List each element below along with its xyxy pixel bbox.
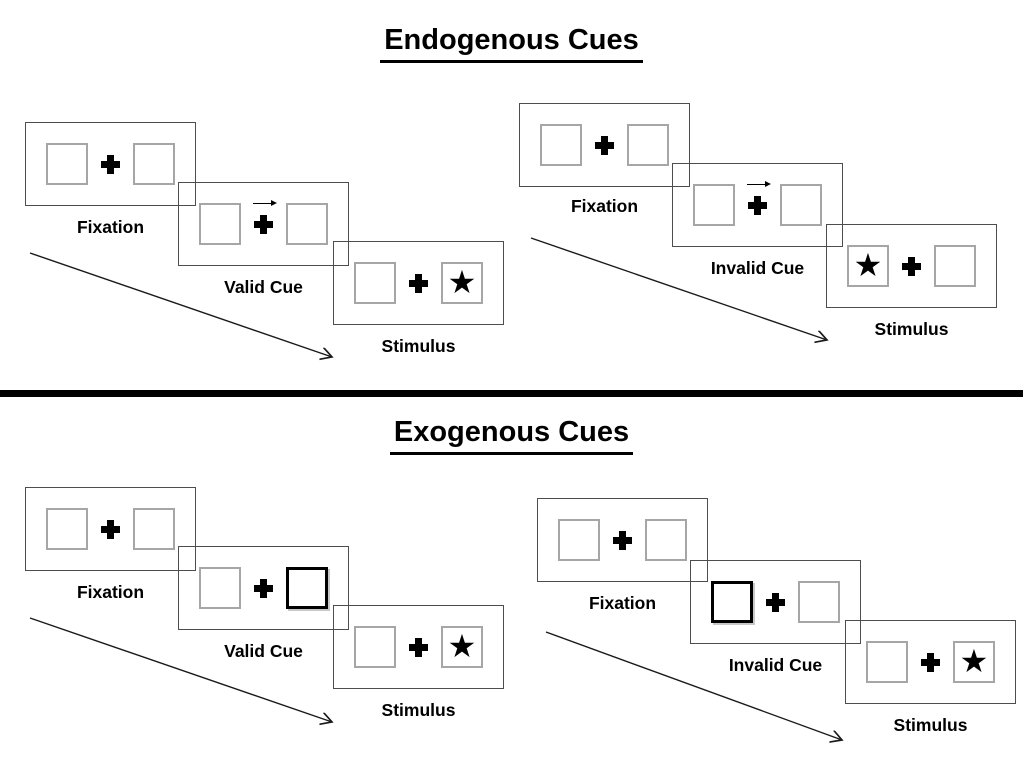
placeholder-box-right — [780, 184, 822, 226]
placeholder-box-right — [645, 519, 687, 561]
timeline-arrow-endogenous-valid — [29, 252, 332, 357]
frame-label-cue: Valid Cue — [224, 641, 303, 661]
exogenous-invalid-stimulus-frame: ★ — [845, 620, 1016, 704]
fixation-cross-icon — [613, 530, 632, 550]
timeline-arrow-exogenous-valid — [29, 617, 332, 722]
cued-box-left-highlight — [711, 581, 753, 623]
endogenous-invalid-cue-frame — [672, 163, 843, 247]
placeholder-box-right — [133, 508, 175, 550]
endogenous-invalid-fixation-frame — [519, 103, 690, 187]
fixation-cross-icon — [595, 135, 614, 155]
placeholder-box-right — [627, 124, 669, 166]
endogenous-valid-cue-frame — [178, 182, 349, 266]
frame-label-fixation: Fixation — [588, 593, 657, 613]
placeholder-box-left — [199, 567, 241, 609]
section-title-endogenous: Endogenous Cues — [0, 24, 1023, 63]
cued-box-right-highlight — [286, 567, 328, 609]
frame-label-cue: Invalid Cue — [728, 655, 823, 675]
placeholder-box-right — [798, 581, 840, 623]
timeline-arrow-exogenous-invalid — [545, 631, 842, 740]
exogenous-valid-stimulus-frame: ★ — [333, 605, 504, 689]
frame-label-stimulus: Stimulus — [874, 319, 949, 339]
section-title-exogenous: Exogenous Cues — [0, 416, 1023, 455]
fixation-cross-icon — [101, 154, 120, 174]
endogenous-valid-stimulus-frame: ★ — [333, 241, 504, 325]
placeholder-box-left — [46, 508, 88, 550]
section-title-exogenous-text: Exogenous Cues — [389, 416, 634, 455]
target-box-right: ★ — [441, 626, 483, 668]
fixation-cross-icon — [902, 256, 921, 276]
placeholder-box-right — [286, 203, 328, 245]
frame-label-stimulus: Stimulus — [381, 700, 456, 720]
target-box-right: ★ — [953, 641, 995, 683]
frame-label-stimulus: Stimulus — [893, 715, 968, 735]
placeholder-box-left — [693, 184, 735, 226]
placeholder-box-left — [540, 124, 582, 166]
target-box-right: ★ — [441, 262, 483, 304]
fixation-cross-icon — [254, 578, 273, 598]
fixation-cross-icon — [101, 519, 120, 539]
frame-label-fixation: Fixation — [76, 217, 145, 237]
target-star-icon: ★ — [959, 641, 989, 680]
target-star-icon: ★ — [447, 262, 477, 301]
exogenous-valid-fixation-frame — [25, 487, 196, 571]
placeholder-box-left — [866, 641, 908, 683]
exogenous-valid-cue-frame — [178, 546, 349, 630]
section-title-endogenous-text: Endogenous Cues — [380, 24, 643, 63]
fixation-cross-icon — [921, 652, 940, 672]
placeholder-box-right — [133, 143, 175, 185]
cue-arrow-right-icon — [252, 199, 277, 208]
placeholder-box-right — [934, 245, 976, 287]
fixation-cross-icon — [766, 592, 785, 612]
frame-label-stimulus: Stimulus — [381, 336, 456, 356]
fixation-cross-icon — [748, 195, 767, 215]
fixation-cross-icon — [409, 637, 428, 657]
placeholder-box-left — [558, 519, 600, 561]
target-star-icon: ★ — [447, 626, 477, 665]
placeholder-box-left — [46, 143, 88, 185]
endogenous-valid-fixation-frame — [25, 122, 196, 206]
endogenous-invalid-stimulus-frame: ★ — [826, 224, 997, 308]
fixation-cross-icon — [409, 273, 428, 293]
section-divider — [0, 390, 1023, 397]
placeholder-box-left — [199, 203, 241, 245]
frame-label-cue: Invalid Cue — [710, 258, 805, 278]
cue-arrow-right-icon — [746, 180, 771, 189]
timeline-arrow-endogenous-invalid — [530, 237, 827, 340]
target-box-left: ★ — [847, 245, 889, 287]
frame-label-fixation: Fixation — [76, 582, 145, 602]
placeholder-box-left — [354, 626, 396, 668]
placeholder-box-left — [354, 262, 396, 304]
frame-label-cue: Valid Cue — [224, 277, 303, 297]
target-star-icon: ★ — [853, 245, 883, 284]
exogenous-invalid-fixation-frame — [537, 498, 708, 582]
frame-label-fixation: Fixation — [570, 196, 639, 216]
exogenous-invalid-cue-frame — [690, 560, 861, 644]
fixation-cross-icon — [254, 214, 273, 234]
